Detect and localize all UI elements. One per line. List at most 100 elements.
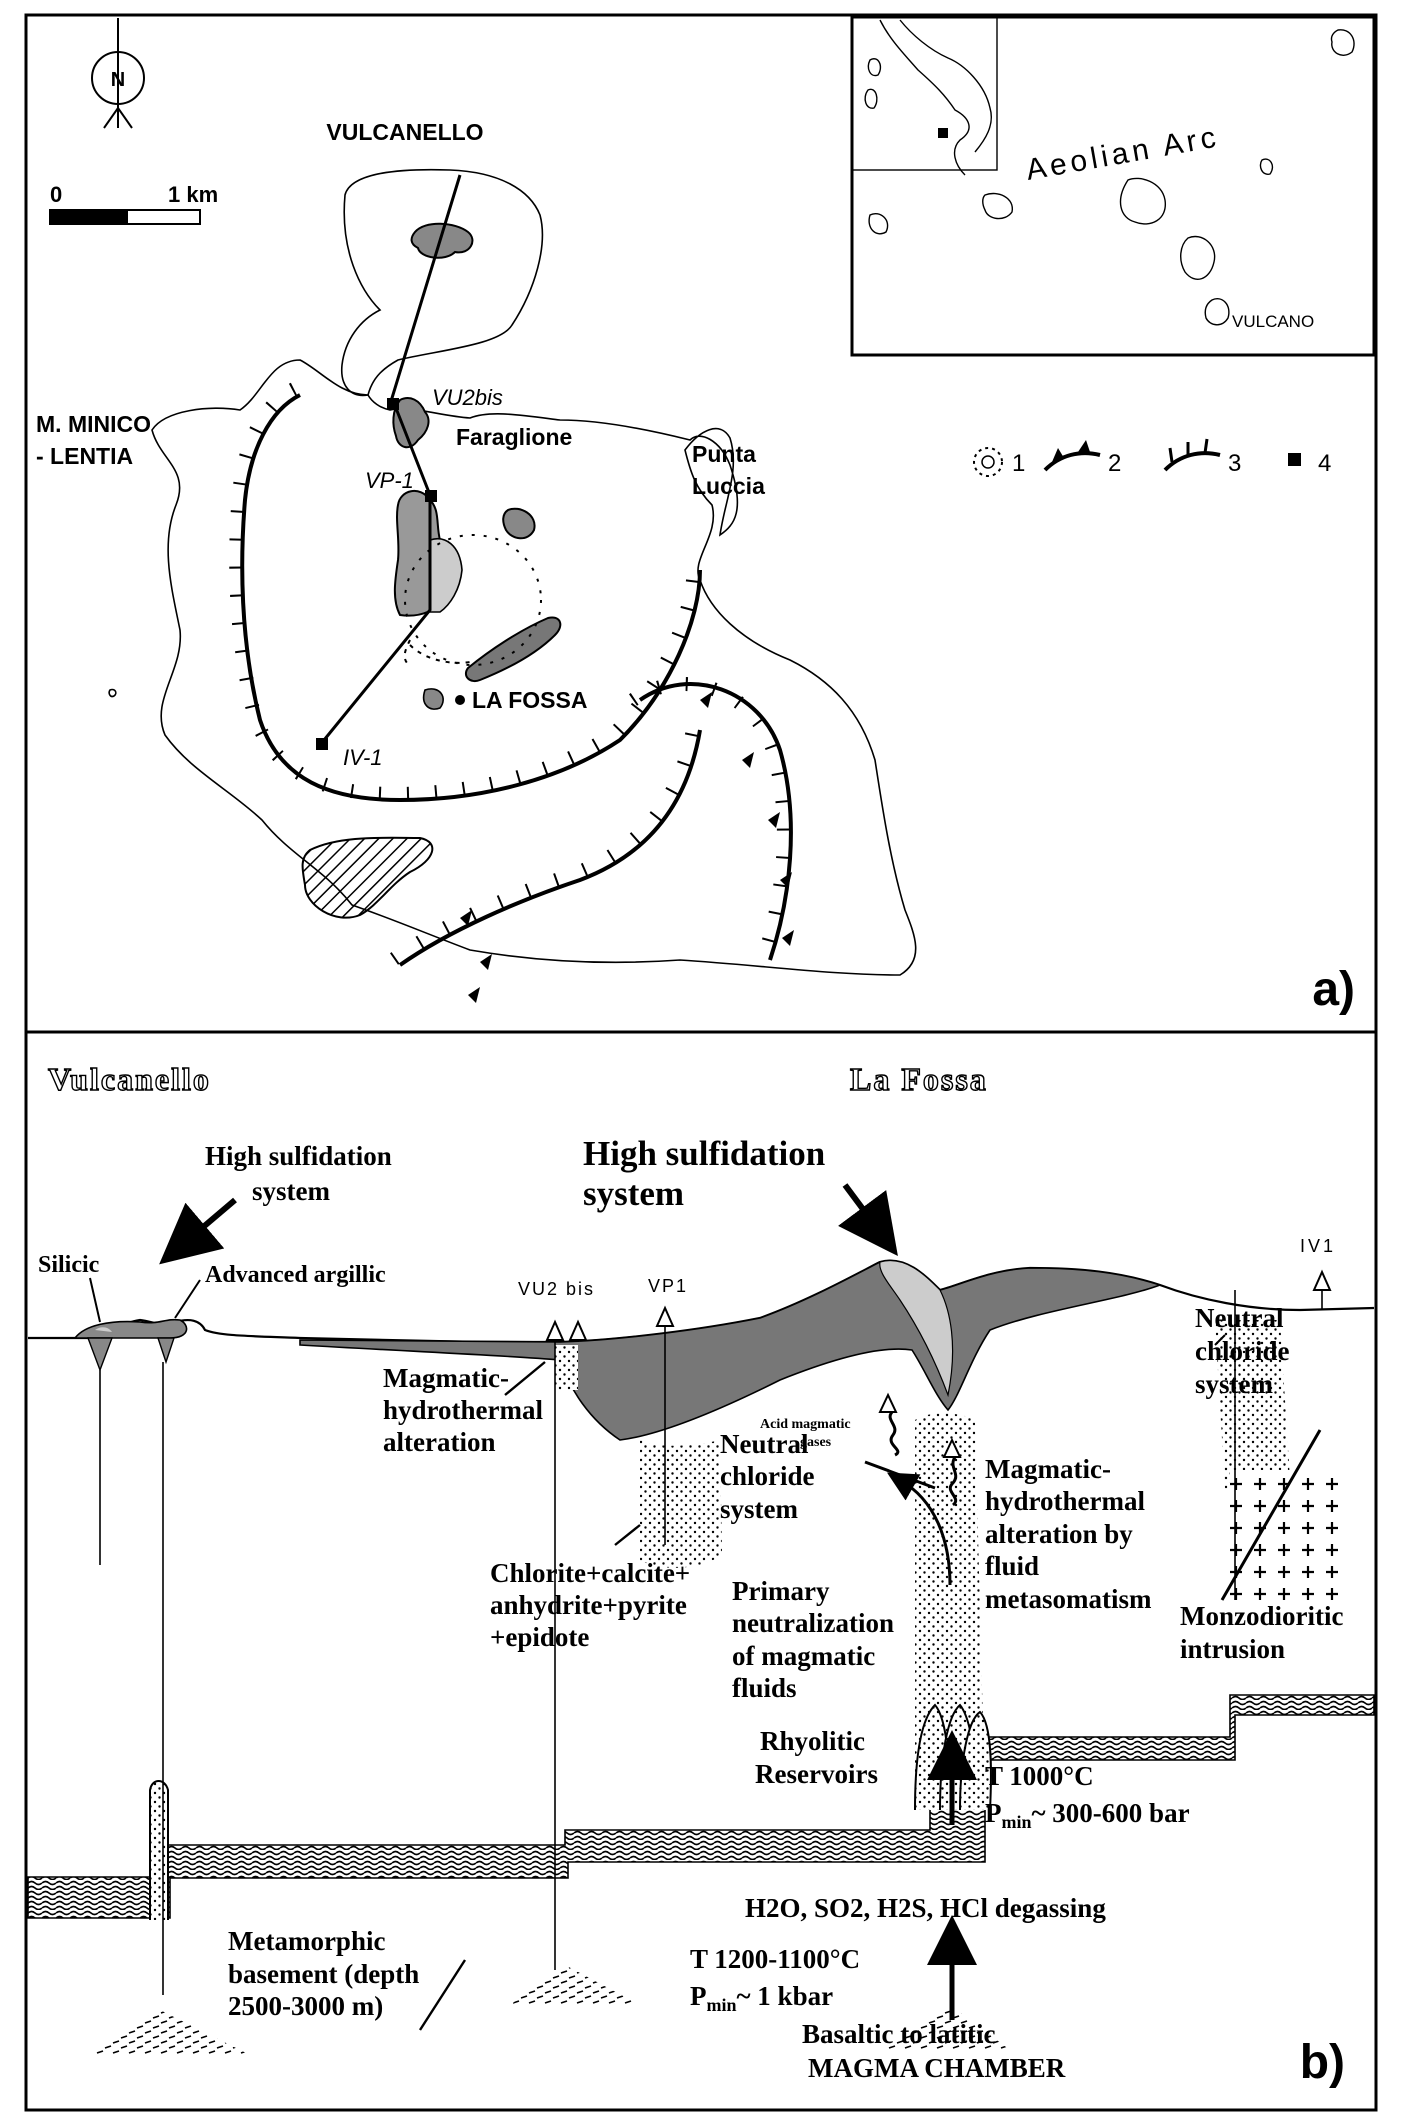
p1kbar: Pmin~ 1 kbar <box>690 1981 833 2015</box>
vulcanello-title: VULCANELLO <box>326 119 483 145</box>
neutral-r2: chloride <box>1195 1336 1290 1366</box>
t1200: T 1200-1100°C <box>690 1944 860 1974</box>
magma-chamber-label: MAGMA CHAMBER <box>808 2053 1066 2083</box>
vulcanello-hs-alteration <box>73 1318 188 1339</box>
legend-num-2: 2 <box>1108 450 1121 477</box>
punta-label-2: Luccia <box>692 473 765 499</box>
mag-hydro-1: Magmatic- <box>383 1363 509 1393</box>
primary-1: Primary <box>732 1576 830 1606</box>
legend-num-1: 1 <box>1012 450 1025 477</box>
neutral-3: system <box>720 1494 798 1524</box>
rhyo-1: Rhyolitic <box>760 1726 865 1756</box>
hs-big-2: system <box>583 1174 684 1213</box>
chlorite-3: +epidote <box>490 1622 589 1652</box>
caldera-rim-triangles <box>398 729 702 967</box>
legend-triangle-rim-icon <box>1043 440 1101 472</box>
magma-blob-west <box>85 2010 250 2055</box>
meta-1: Metamorphic <box>228 1926 385 1956</box>
chlorite-1: Chlorite+calcite+ <box>490 1558 690 1588</box>
legend-num-3: 3 <box>1228 450 1241 477</box>
gas-wiggle-1 <box>888 1411 900 1457</box>
borehole-triangles <box>545 1269 1332 1458</box>
inset-map: Aeolian Arc VULCANO <box>850 15 1376 357</box>
punta-label-1: Punta <box>692 441 756 467</box>
vulcano-coastline <box>151 359 917 976</box>
north-label: N <box>111 69 125 91</box>
vp1-tag: VP1 <box>648 1276 688 1296</box>
hs-small-2: system <box>252 1176 330 1206</box>
mhf-3: alteration by <box>985 1519 1133 1549</box>
mag-hydro-3: alteration <box>383 1427 495 1457</box>
arrow-hs-small <box>159 1197 237 1265</box>
acid-1: Acid magmatic <box>760 1417 851 1432</box>
monzo-2: intrusion <box>1180 1634 1285 1664</box>
legend: 1 2 3 4 <box>973 438 1331 477</box>
meta-2: basement (depth <box>228 1959 419 1989</box>
meta-3: 2500-3000 m) <box>228 1991 383 2021</box>
vu2bis-tag: VU2 bis <box>518 1279 595 1299</box>
neutral-2: chloride <box>720 1461 815 1491</box>
vulcanello-crater-zone <box>410 222 474 259</box>
small-lens <box>422 688 444 710</box>
panel-a-letter: a) <box>1312 963 1355 1016</box>
acid-2: gases <box>800 1435 832 1450</box>
borehole-vp1 <box>425 490 437 502</box>
la-fossa-crater-rim <box>403 534 542 666</box>
vu2bis-label: VU2bis <box>432 385 503 410</box>
gas-wiggle-2 <box>948 1456 958 1507</box>
vulcanello-coastline <box>341 168 544 397</box>
hs-big-1: High sulfidation <box>583 1134 825 1173</box>
scale-zero: 0 <box>50 182 62 207</box>
arrow-hs-big <box>838 1183 898 1257</box>
caldera-rim-piano <box>240 393 702 803</box>
mhf-5: metasomatism <box>985 1584 1152 1614</box>
mhf-4: fluid <box>985 1551 1039 1581</box>
mag-hydro-2: hydrothermal <box>383 1395 543 1425</box>
legend-num-4: 4 <box>1318 450 1331 477</box>
leader-chlorite <box>614 1524 641 1546</box>
primary-2: neutralization <box>732 1608 894 1638</box>
magma-blob-mid <box>510 1965 640 2005</box>
leader-meta <box>418 1959 467 2031</box>
east-blob <box>502 507 536 540</box>
primary-3: of magmatic <box>732 1641 875 1671</box>
vulcanello-dike <box>149 1780 169 1920</box>
la-fossa-title-b: La Fossa <box>850 1061 988 1097</box>
caldera-rim-south <box>638 682 793 961</box>
monzo-1: Monzodioritic <box>1180 1601 1343 1631</box>
vulcano-inset-label: VULCANO <box>1232 312 1314 331</box>
neutral-1: Neutral <box>720 1429 809 1459</box>
borehole-iv1 <box>316 738 328 750</box>
vulcanello-title-b: Vulcanello <box>48 1061 211 1097</box>
adv-argillic-label: Advanced argillic <box>205 1262 386 1288</box>
basaltic-label: Basaltic to latitic <box>802 2019 995 2049</box>
silicic-label: Silicic <box>38 1252 100 1278</box>
t1000: T 1000°C <box>985 1761 1094 1791</box>
legend-tick-rim-icon <box>1163 438 1221 472</box>
la-fossa-label: LA FOSSA <box>472 687 587 713</box>
panel-b: Vulcanello La Fossa <box>27 1060 1375 2089</box>
minico-label-1: M. MINICO <box>36 411 151 437</box>
mhf-2: hydrothermal <box>985 1486 1145 1516</box>
faraglione-label: Faraglione <box>456 424 572 450</box>
legend-crater-icon <box>973 447 1003 477</box>
north-arrow-icon: N <box>91 18 145 129</box>
leader-mag-hydro <box>504 1361 546 1396</box>
monzodioritic-intrusion <box>1222 1470 1350 1600</box>
rhyo-2: Reservoirs <box>755 1759 878 1789</box>
leader-silicic <box>89 1277 101 1323</box>
chlorite-2: anhydrite+pyrite <box>490 1590 687 1620</box>
legend-borehole-icon <box>1288 453 1301 466</box>
p300: Pmin~ 300-600 bar <box>985 1798 1190 1832</box>
neutral-chloride-dots <box>640 1440 722 1568</box>
degas-label: H2O, SO2, H2S, HCl degassing <box>745 1893 1106 1923</box>
islet <box>108 688 117 698</box>
leader-advanced <box>174 1279 201 1319</box>
scale-km: 1 km <box>168 182 218 207</box>
triangle-markers <box>460 692 794 1003</box>
la-fossa-dot <box>455 695 465 705</box>
scale-bar: 0 1 km <box>49 182 218 225</box>
metamorphic-basement <box>27 1694 1375 1919</box>
hs-small-1: High sulfidation <box>205 1141 392 1171</box>
